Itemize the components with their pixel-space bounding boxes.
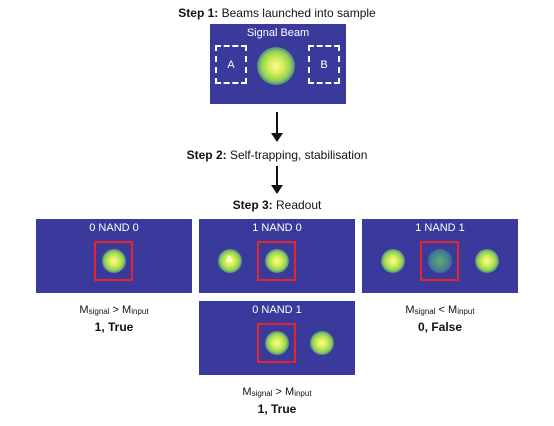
panel-label: 1 NAND 0 — [252, 222, 302, 234]
caption-m: M — [405, 304, 415, 316]
signal-beam-spot-dim — [428, 249, 452, 273]
caption-op: > M — [272, 386, 295, 398]
caption-sub: input — [457, 307, 475, 316]
signal-beam-spot — [265, 249, 289, 273]
step3-title: Step 3: Readout — [0, 198, 554, 212]
caption-right-inequality: Msignal < Minput — [362, 304, 518, 316]
panel-1-nand-1: 1 NAND 1 — [362, 219, 518, 293]
caption-left-inequality: Msignal > Minput — [36, 304, 192, 316]
signal-beam-spot — [265, 331, 289, 355]
arrow-down-icon — [271, 112, 283, 142]
caption-m: M — [242, 386, 252, 398]
signal-beam-spot — [102, 249, 126, 273]
arrow-down-icon — [271, 166, 283, 194]
input-beam-a-spot — [381, 249, 405, 273]
signal-beam-panel: Signal Beam A B — [210, 24, 346, 104]
signal-region-box — [257, 323, 296, 363]
step1-title: Step 1: Beams launched into sample — [0, 6, 554, 20]
panel-label: 0 NAND 1 — [252, 304, 302, 316]
step2-label: Step 2: — [186, 148, 227, 162]
panel-label: 0 NAND 0 — [89, 222, 139, 234]
panel-0-nand-0: 0 NAND 0 — [36, 219, 192, 293]
caption-sub: signal — [414, 307, 436, 316]
caption-bottom-inequality: Msignal > Minput — [199, 386, 355, 398]
panel-1-nand-0: 1 NAND 0 A — [199, 219, 355, 293]
signal-beam-label: Signal Beam — [246, 27, 310, 39]
caption-sub: signal — [88, 307, 110, 316]
step2-text: Self-trapping, stabilisation — [226, 148, 368, 162]
input-box-b: B — [308, 45, 340, 84]
caption-m: M — [79, 304, 89, 316]
caption-bottom-result: 1, True — [257, 402, 297, 416]
panel-0-nand-1: 0 NAND 1 — [199, 301, 355, 375]
input-beam-b-spot — [310, 331, 334, 355]
caption-right-result: 0, False — [417, 320, 463, 334]
caption-left-result: 1, True — [94, 320, 134, 334]
caption-op: < M — [435, 304, 458, 316]
caption-sub: input — [131, 307, 149, 316]
step3-text: Readout — [272, 198, 322, 212]
input-a-marker: A — [226, 254, 233, 264]
signal-region-box — [257, 241, 296, 281]
input-box-a: A — [215, 45, 247, 84]
step3-label: Step 3: — [232, 198, 273, 212]
caption-sub: input — [294, 389, 312, 398]
panel-label: 1 NAND 1 — [415, 222, 465, 234]
caption-sub: signal — [251, 389, 273, 398]
input-box-b-label: B — [320, 58, 328, 71]
signal-region-box — [94, 241, 133, 281]
signal-beam-spot — [257, 47, 295, 85]
step1-label: Step 1: — [178, 6, 219, 20]
input-beam-a-spot — [218, 249, 242, 273]
step2-title: Step 2: Self-trapping, stabilisation — [0, 148, 554, 162]
input-beam-b-spot — [475, 249, 499, 273]
step1-text: Beams launched into sample — [218, 6, 376, 20]
signal-region-box — [420, 241, 459, 281]
caption-op: > M — [109, 304, 132, 316]
input-box-a-label: A — [227, 58, 235, 71]
